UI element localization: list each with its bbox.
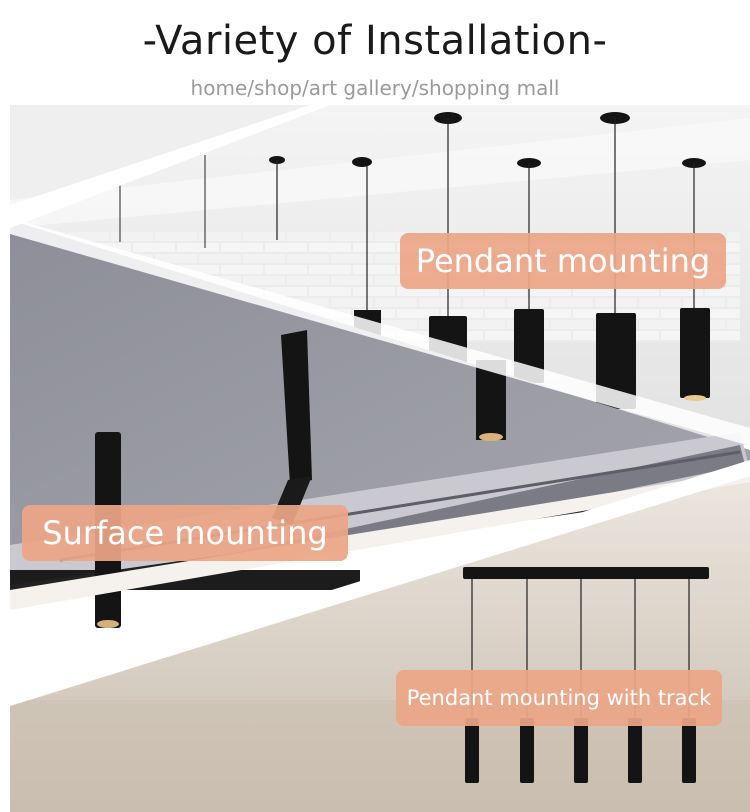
page-subtitle: home/shop/art gallery/shopping mall	[190, 76, 560, 100]
surface-mounting-label: Surface mounting	[22, 505, 348, 561]
page-title: -Variety of Installation-	[142, 18, 608, 64]
pendant-fixture-1	[269, 156, 285, 240]
pendant-mounting-label: Pendant mounting	[400, 233, 726, 289]
track-mounting-label: Pendant mounting with track	[396, 670, 722, 726]
track-bar	[463, 567, 709, 579]
page-header: -Variety of Installation- home/shop/art …	[0, 0, 750, 105]
